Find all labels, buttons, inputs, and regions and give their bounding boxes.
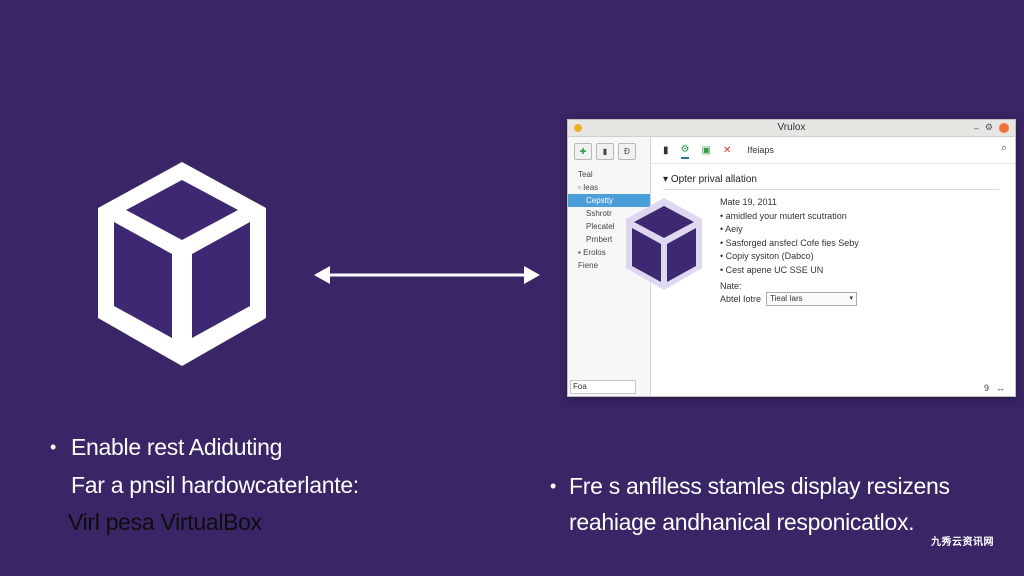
sidebar-item-label: Ieas bbox=[583, 183, 599, 192]
note-label: Nate: bbox=[720, 281, 742, 291]
resize-icon[interactable]: ↔ bbox=[996, 383, 1005, 393]
folder-icon: ▪ bbox=[578, 248, 584, 257]
caption-right-line1: Fre s anflless stamles display resizens bbox=[569, 473, 950, 499]
main-pane: ▮ ⚙ ▣ ✕ Ifeiaps ⌕ ▾ Opter prival allatio… bbox=[651, 137, 1015, 396]
sidebar-item[interactable]: Plecatel bbox=[586, 222, 615, 231]
sidebar-item[interactable]: Sshrotr bbox=[586, 209, 612, 218]
bullet-icon: • bbox=[550, 476, 557, 496]
combo-value: Tieal Iars bbox=[770, 294, 803, 303]
sidebar-toolbar: ✚ ▮ Ð bbox=[568, 137, 650, 164]
machine-tools-icon[interactable]: ▮ bbox=[596, 143, 614, 160]
bullet-icon: • bbox=[50, 437, 57, 457]
double-arrow-icon bbox=[314, 266, 540, 284]
combo-label: Abtel Iotre bbox=[720, 294, 762, 304]
detail-row: • amidled your mutert scutration bbox=[720, 210, 847, 221]
window-titlebar: Vrulox – ⚙ bbox=[568, 120, 1015, 137]
sidebar-item[interactable]: Fiene bbox=[578, 261, 599, 270]
virtualbox-manager-window: Vrulox – ⚙ ✚ ▮ Ð Teal ▫ Ieas Cepstty Ssh… bbox=[567, 119, 1016, 397]
settings-icon[interactable]: ⚙ bbox=[984, 122, 993, 132]
search-icon[interactable]: ⌕ bbox=[1000, 142, 1007, 154]
detail-row: • Copiy sysiton (Dabco) bbox=[720, 251, 814, 261]
details-icon[interactable]: ▮ bbox=[663, 144, 669, 156]
vm-list: Teal ▫ Ieas Cepstty Sshrotr Plecatel Prn… bbox=[568, 168, 650, 272]
section-title: Opter prival allation bbox=[670, 174, 757, 185]
new-vm-icon[interactable]: ✚ bbox=[574, 143, 592, 160]
toolbar-label[interactable]: Ifeiaps bbox=[747, 145, 774, 155]
combo-select[interactable]: Tieal Iars ▾ bbox=[766, 292, 858, 306]
cube-overlay-icon bbox=[626, 198, 702, 290]
sidebar-item[interactable]: ▫ Ieas bbox=[568, 181, 650, 194]
main-toolbar: ▮ ⚙ ▣ ✕ Ifeiaps ⌕ bbox=[651, 137, 1015, 164]
sidebar-search-input[interactable]: Foa bbox=[570, 380, 636, 394]
sidebar-item-selected[interactable]: Cepstty bbox=[568, 194, 650, 207]
sidebar-item-label: Erolos bbox=[583, 248, 606, 257]
caption-left-line1: Enable rest Adiduting bbox=[71, 434, 283, 460]
watermark: 九秀云资讯网 bbox=[931, 537, 994, 548]
settings-tool-icon[interactable]: ⚙ bbox=[680, 141, 690, 159]
remove-icon[interactable]: ✕ bbox=[722, 144, 732, 156]
close-icon[interactable] bbox=[999, 122, 1009, 133]
details-list: Mate 19, 2011 • amidled your mutert scut… bbox=[720, 196, 859, 294]
section-heading: ▾ Opter prival allation bbox=[663, 174, 1015, 185]
sidebar-item[interactable]: ▪ Erolos bbox=[568, 246, 650, 259]
window-title: Vrulox bbox=[777, 122, 806, 133]
caption-right-line2: reahiage andhanical responicatlox. bbox=[569, 509, 915, 535]
combo-row: Abtel Iotre Tieal Iars ▾ bbox=[720, 292, 858, 306]
status-value: 9 bbox=[983, 383, 989, 393]
start-icon[interactable]: ▣ bbox=[701, 144, 711, 156]
detail-row: • Sasforged ansfecl Cofe fies Seby bbox=[720, 237, 859, 248]
sidebar-item[interactable]: Prnbert bbox=[586, 235, 613, 244]
detail-row: Mate 19, 2011 bbox=[720, 197, 777, 207]
collapse-arrow-icon[interactable]: ▾ bbox=[663, 174, 671, 185]
window-controls: – ⚙ bbox=[974, 122, 1009, 133]
folder-icon: ▫ bbox=[578, 183, 584, 192]
caption-left-line2: Far a pnsil hardowcaterlante: bbox=[71, 472, 359, 498]
caption-left-line3: Virl pesa VirtualBox bbox=[68, 509, 262, 535]
discard-icon[interactable]: Ð bbox=[618, 143, 636, 160]
detail-row: • Aeiy bbox=[720, 224, 743, 234]
app-icon bbox=[574, 124, 582, 132]
detail-row: • Cest apene UC SSE UN bbox=[720, 264, 824, 275]
minimize-icon[interactable]: – bbox=[973, 122, 979, 133]
virtualbox-cube-logo bbox=[98, 162, 266, 366]
sidebar-item[interactable]: Teal bbox=[578, 170, 593, 179]
section-divider bbox=[663, 189, 999, 190]
chevron-down-icon: ▾ bbox=[849, 295, 854, 302]
